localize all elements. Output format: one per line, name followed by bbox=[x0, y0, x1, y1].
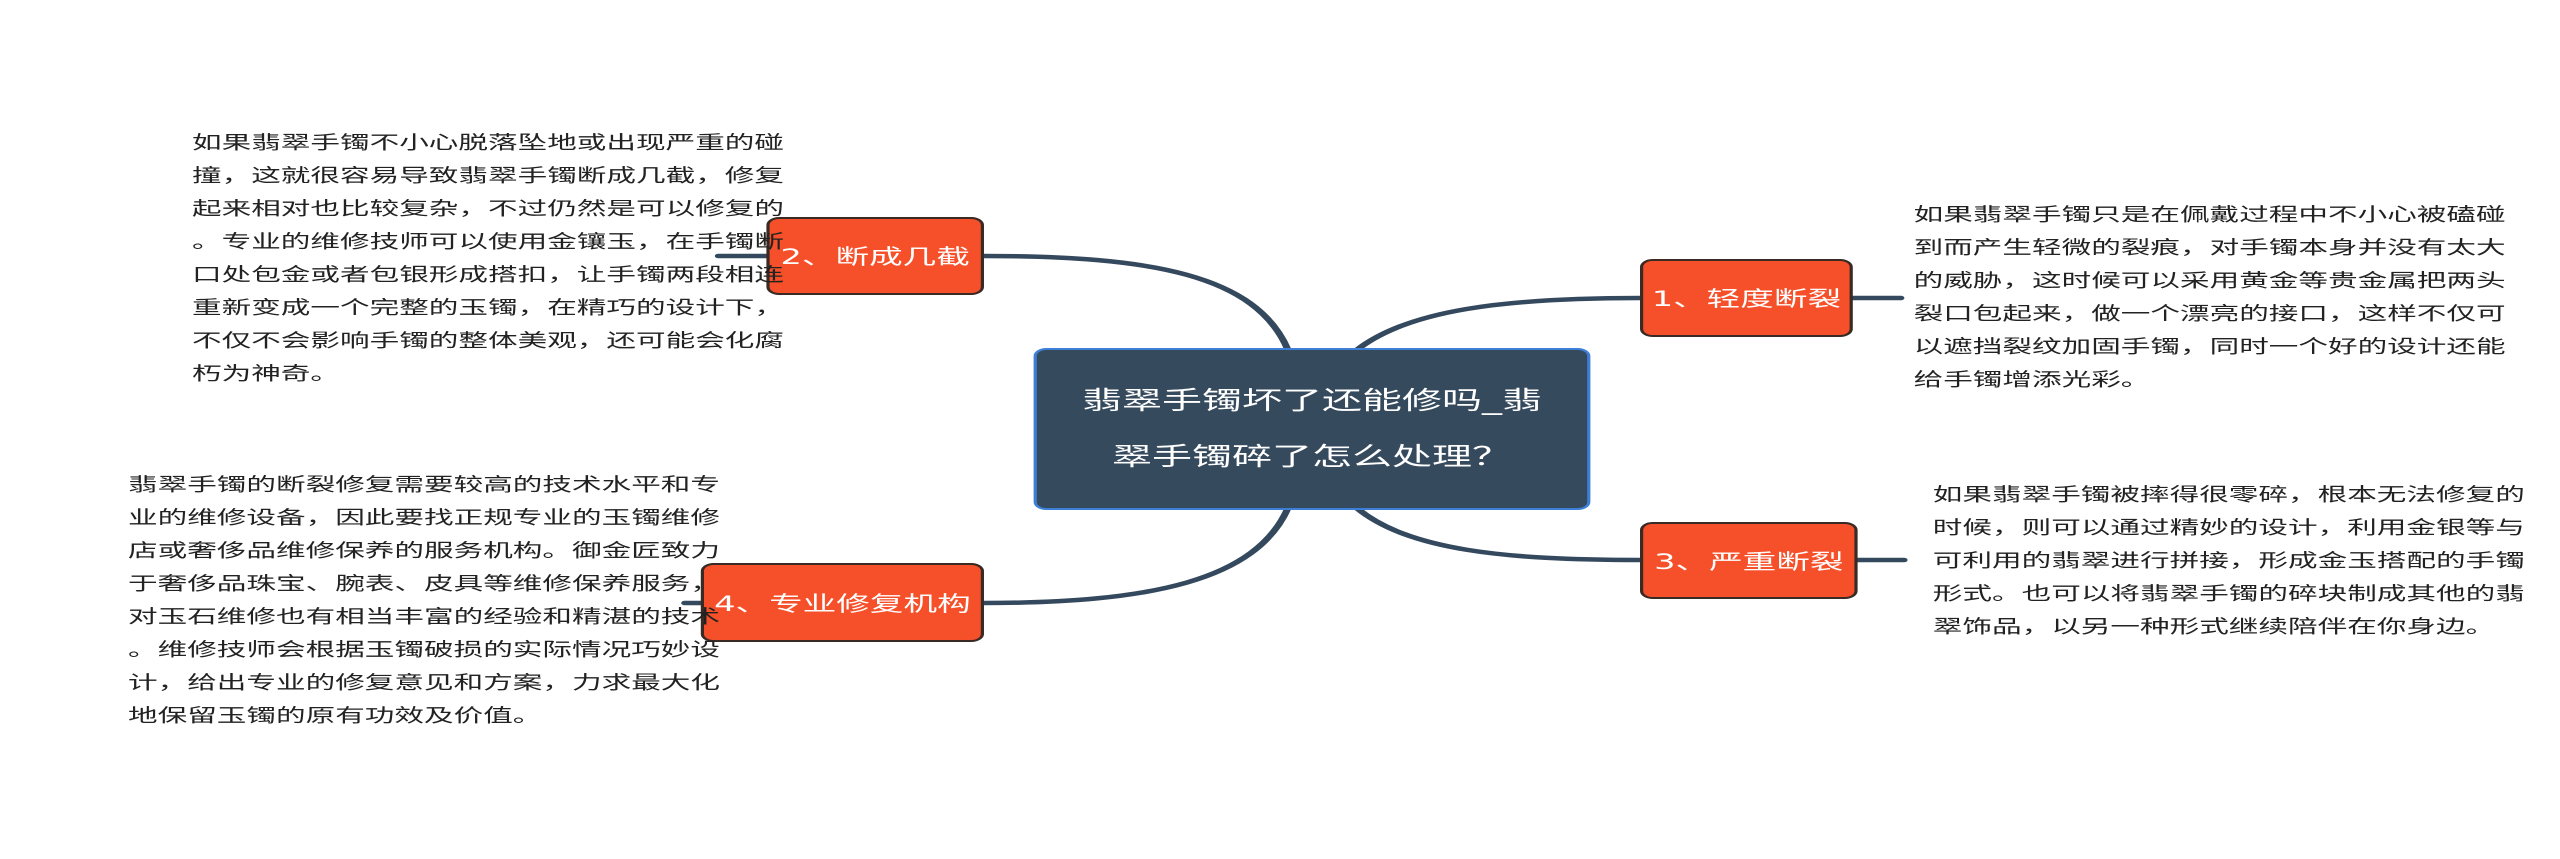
text-line: 。维修技师会根据玉镯破损的实际情况巧妙设 bbox=[128, 640, 721, 661]
branch-1-description: 如果翡翠手镯只是在佩戴过程中不小心被磕碰 到而产生轻微的裂痕，对手镯本身并没有太… bbox=[1914, 199, 2506, 397]
text-line: 重新变成一个完整的玉镯，在精巧的设计下， bbox=[192, 298, 785, 319]
text-line: 裂口包起来，做一个漂亮的接口，这样不仅可 bbox=[1913, 304, 2506, 325]
text-line: 以遮挡裂纹加固手镯，同时一个好的设计还能 bbox=[1913, 337, 2506, 358]
link-center-to-branch-2 bbox=[980, 253, 1292, 353]
link-center-to-branch-1 bbox=[1353, 295, 1644, 353]
text-line: 的威胁，这时候可以采用黄金等贵金属把两头 bbox=[1913, 271, 2506, 292]
text-line: 口处包金或者包银形成搭扣，让手镯两段相连 bbox=[192, 265, 785, 286]
text-line: 。专业的维修技师可以使用金镶玉，在手镯断 bbox=[192, 232, 785, 253]
text-line: 到而产生轻微的裂痕，对手镯本身并没有太大 bbox=[1913, 238, 2506, 259]
link-center-to-branch-4 bbox=[980, 505, 1292, 606]
text-line: 朽为神奇。 bbox=[192, 364, 341, 385]
text-line: 店或奢侈品维修保养的服务机构。御金匠致力 bbox=[128, 541, 721, 562]
text-line: 撞，这就很容易导致翡翠手镯断成几截，修复 bbox=[192, 166, 785, 187]
branch-3-description: 如果翡翠手镯被摔得很零碎，根本无法修复的 时候，则可以通过精妙的设计，利用金银等… bbox=[1933, 479, 2525, 644]
text-line: 业的维修设备，因此要找正规专业的玉镯维修 bbox=[128, 508, 721, 529]
text-line: 地保留玉镯的原有功效及价值。 bbox=[128, 706, 543, 727]
text-line: 翠饰品，以另一种形式继续陪伴在你身边。 bbox=[1932, 617, 2496, 638]
central-topic-line-2: 翠手镯碎了怎么处理？ bbox=[1111, 442, 1512, 471]
text-line: 如果翡翠手镯只是在佩戴过程中不小心被磕碰 bbox=[1913, 205, 2506, 226]
text-line: 对玉石维修也有相当丰富的经验和精湛的技术 bbox=[128, 607, 721, 628]
text-line: 给手镯增添光彩。 bbox=[1913, 370, 2151, 391]
text-line: 翡翠手镯的断裂修复需要较高的技术水平和专 bbox=[128, 475, 721, 496]
text-line: 如果翡翠手镯被摔得很零碎，根本无法修复的 bbox=[1932, 485, 2525, 506]
text-line: 可利用的翡翠进行拼接，形成金玉搭配的手镯 bbox=[1932, 551, 2525, 572]
branch-4-description: 翡翠手镯的断裂修复需要较高的技术水平和专 业的维修设备，因此要找正规专业的玉镯维… bbox=[128, 469, 720, 733]
text-line: 形式。也可以将翡翠手镯的碎块制成其他的翡 bbox=[1932, 584, 2525, 605]
text-line: 不仅不会影响手镯的整体美观，还可能会化腐 bbox=[192, 331, 785, 352]
central-topic[interactable]: 翡翠手镯坏了还能修吗_翡 翠手镯碎了怎么处理？ bbox=[1033, 348, 1591, 510]
link-center-to-branch-3 bbox=[1353, 505, 1644, 563]
text-line: 起来相对也比较复杂，不过仍然是可以修复的 bbox=[192, 199, 785, 220]
text-line: 如果翡翠手镯不小心脱落坠地或出现严重的碰 bbox=[192, 133, 785, 154]
branch-node-3[interactable]: 3、严重断裂 bbox=[1640, 522, 1858, 599]
text-line: 时候，则可以通过精妙的设计，利用金银等与 bbox=[1932, 518, 2525, 539]
text-line: 计，给出专业的修复意见和方案，力求最大化 bbox=[128, 673, 721, 694]
branch-node-1[interactable]: 1、轻度断裂 bbox=[1640, 259, 1853, 337]
branch-node-2[interactable]: 2、断成几截 bbox=[766, 217, 984, 295]
branch-node-4[interactable]: 4、专业修复机构 bbox=[700, 563, 984, 642]
branch-2-description: 如果翡翠手镯不小心脱落坠地或出现严重的碰 撞，这就很容易导致翡翠手镯断成几截，修… bbox=[192, 127, 784, 391]
text-line: 于奢侈品珠宝、腕表、皮具等维修保养服务， bbox=[128, 574, 721, 595]
central-topic-line-1: 翡翠手镯坏了还能修吗_翡 bbox=[1081, 386, 1542, 415]
